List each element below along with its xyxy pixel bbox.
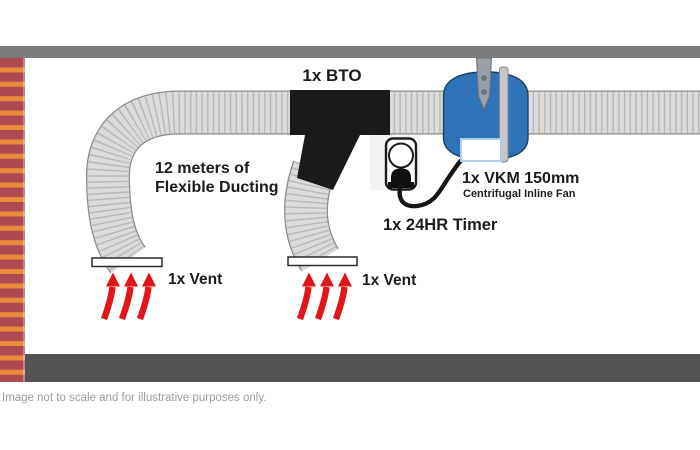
vent1-airflow-arrows: [100, 272, 156, 321]
plug-foot-left: [388, 182, 392, 189]
airflow-arrow: [314, 286, 330, 321]
vent2-airflow-arrows: [296, 272, 352, 321]
airflow-arrow: [332, 286, 348, 321]
timer-plug: [391, 168, 411, 188]
power-cable: [397, 158, 464, 209]
vent1-label: 1x Vent: [168, 271, 223, 288]
airflow-arrowhead: [106, 272, 120, 287]
airflow-arrowhead: [320, 272, 334, 287]
airflow-arrow: [100, 286, 116, 321]
timer-label: 1x 24HR Timer: [383, 216, 498, 234]
fan-subtitle-label: Centrifugal Inline Fan: [463, 188, 576, 200]
bto-label: 1x BTO: [302, 66, 362, 85]
vent2-label: 1x Vent: [362, 272, 417, 289]
ceiling-bar: [0, 46, 700, 58]
airflow-arrow: [118, 286, 134, 321]
airflow-arrow: [296, 286, 312, 321]
ducting-label-line2: Flexible Ducting: [155, 178, 279, 196]
airflow-arrowhead: [142, 272, 156, 287]
disclaimer-caption: Image not to scale and for illustrative …: [2, 392, 267, 404]
bracket-screw-bottom: [481, 89, 487, 95]
vent-plate-2: [287, 256, 358, 267]
plug-foot-right: [410, 182, 414, 189]
airflow-arrowhead: [338, 272, 352, 287]
ceiling-bracket: [475, 57, 493, 111]
timer-dial: [388, 142, 414, 169]
ducting-label: 12 meters of Flexible Ducting: [155, 160, 279, 197]
brick-column: [0, 58, 25, 382]
airflow-arrow: [136, 286, 152, 321]
brick-highlight: [23, 58, 25, 382]
airflow-arrowhead: [302, 272, 316, 287]
plug-in-timer: [384, 137, 418, 191]
floor-bar: [25, 354, 700, 382]
bracket-screw-top: [481, 75, 487, 81]
airflow-arrowhead: [124, 272, 138, 287]
vent-plate-1: [91, 257, 163, 268]
ducting-label-line1: 12 meters of: [155, 160, 250, 177]
brick-wall: [0, 58, 25, 382]
fan-name-plate: [460, 138, 502, 162]
bto-t-piece: [290, 90, 390, 190]
fan-title-label: 1x VKM 150mm: [462, 170, 580, 187]
bracket-strap: [475, 57, 493, 111]
